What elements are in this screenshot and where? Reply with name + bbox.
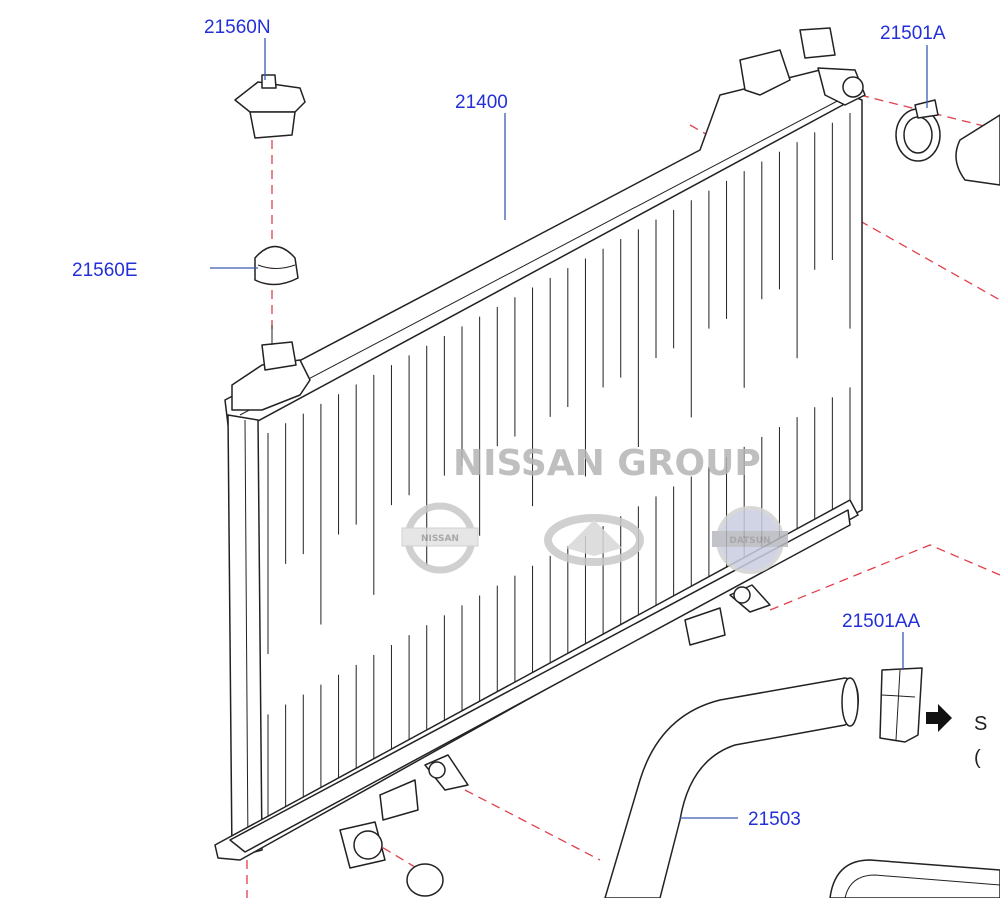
datsun-logo: DATSUN: [712, 506, 788, 574]
see-reference-line1[interactable]: S: [974, 713, 987, 735]
see-reference-line2[interactable]: (: [974, 747, 981, 769]
arrow-right-icon: [926, 704, 952, 732]
nissan-logo: NISSAN: [401, 502, 479, 574]
svg-text:NISSAN: NISSAN: [421, 534, 459, 544]
plug-21560E: [254, 245, 299, 286]
radiator-cap-21560N: [234, 74, 306, 139]
hose-clamp-21501AA: [879, 667, 923, 743]
svg-text:DATSUN: DATSUN: [729, 536, 770, 546]
label-21503[interactable]: 21503: [748, 809, 801, 830]
radiator-21400: [214, 27, 866, 869]
leader-lines: [210, 38, 928, 819]
dashed-guides: [246, 94, 1000, 898]
label-21560N[interactable]: 21560N: [204, 17, 271, 38]
label-21501AA[interactable]: 21501AA: [842, 611, 921, 632]
watermark: NISSAN GROUP NISSAN DATSUN: [401, 443, 788, 574]
label-21501A[interactable]: 21501A: [880, 23, 946, 44]
label-21560E[interactable]: 21560E: [72, 260, 138, 281]
label-21400[interactable]: 21400: [455, 92, 508, 113]
infiniti-logo: [544, 514, 644, 566]
lower-hose-21503: [406, 677, 1000, 898]
hose-clamp-21501A: [895, 99, 1000, 186]
watermark-title: NISSAN GROUP: [453, 443, 761, 484]
